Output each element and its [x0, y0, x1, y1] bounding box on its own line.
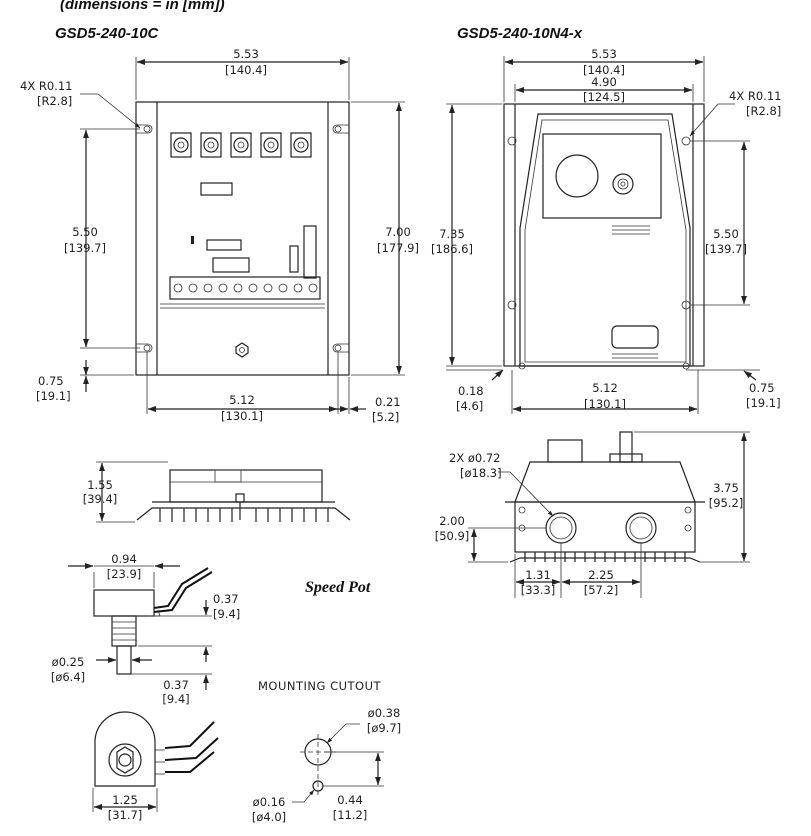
- dim-side-height-mm: [39.4]: [83, 492, 118, 506]
- dim-rsheight-in: 3.75: [713, 481, 739, 495]
- dim-radius-in: 4X R0.11: [20, 79, 72, 93]
- dim-shaft-dia-mm: [ø6.4]: [51, 670, 85, 684]
- jumper-block: [200, 182, 233, 196]
- title-left-model: GSD5-240-10C: [55, 25, 160, 42]
- dimensions-note: (dimensions = in [mm]): [60, 0, 225, 13]
- dim-pot-face-mm: [31.7]: [108, 808, 143, 822]
- mounting-cutout-title: MOUNTING CUTOUT: [258, 679, 382, 693]
- dim-shaft-dia-in: ø0.25: [52, 655, 85, 669]
- dim-bottom-offset-in: 0.75: [38, 374, 64, 388]
- switch-housing: [547, 439, 583, 463]
- dim-flange-in: 0.21: [375, 395, 401, 409]
- dim-radius-mm: [R2.8]: [37, 94, 72, 108]
- mounting-screws: [507, 136, 691, 370]
- heatsink-fins: [159, 508, 329, 522]
- dim-height-mm: [177.9]: [377, 241, 419, 255]
- dim-cutout-hole-mm: [ø9.7]: [367, 721, 401, 735]
- dim-rradius-in: 4X R0.11: [729, 89, 781, 103]
- dim-cutout-pin-in: ø0.16: [253, 795, 286, 809]
- jumper-block: [206, 239, 242, 251]
- dim-shaft-len-mm: [9.4]: [162, 692, 189, 706]
- dim-knockouts-in: 2X ø0.72: [449, 451, 501, 465]
- dim-rheight-mm: [186.6]: [431, 242, 473, 256]
- dim-rinner-in: 4.90: [591, 75, 617, 89]
- dim-rradius-mm: [R2.8]: [746, 104, 781, 118]
- dim-width-mm: [140.4]: [225, 63, 267, 77]
- dim-kooffset-mm: [33.3]: [521, 583, 556, 597]
- dim-rspan-mm: [130.1]: [584, 397, 626, 411]
- dim-rside-in: 0.75: [749, 381, 775, 395]
- right-side-view: 2X ø0.72 [ø18.3] 3.75 [95.2] 2.00 [50.9]…: [435, 431, 750, 598]
- dim-side-height-in: 1.55: [87, 478, 113, 492]
- dim-bushing-in: 0.37: [213, 592, 239, 606]
- speed-pot-front-view: 1.25 [31.7]: [92, 711, 219, 822]
- dim-pot-face-in: 1.25: [112, 793, 138, 807]
- dim-kospacing-mm: [57.2]: [584, 583, 619, 597]
- mounting-cutout: ø0.38 [ø9.7] 0.44 [11.2] ø0.16 [ø4.0]: [252, 706, 401, 824]
- dim-bottom-offset-mm: [19.1]: [36, 389, 71, 403]
- dim-bushing-mm: [9.4]: [213, 607, 240, 621]
- trim-pots: [170, 132, 312, 158]
- dim-rspan-in: 5.12: [592, 381, 618, 395]
- dim-koheight-in: 2.00: [439, 514, 465, 528]
- knockout-right: [625, 512, 657, 544]
- jumper-block: [212, 257, 250, 273]
- vent-slots: [612, 225, 650, 235]
- pot-body: [93, 589, 155, 617]
- dim-cutout-pin-offset-mm: [11.2]: [333, 808, 368, 822]
- case-screws: [518, 506, 692, 532]
- title-right-model: GSD5-240-10N4-x: [457, 25, 583, 42]
- hex-nut: [235, 342, 249, 358]
- terminal-block: [169, 276, 321, 300]
- fuse: [289, 245, 299, 273]
- dim-cutout-pin-offset-in: 0.44: [337, 793, 363, 807]
- speed-knob: [555, 154, 599, 198]
- dim-kospacing-in: 2.25: [588, 568, 614, 582]
- dim-rwidth-mm: [140.4]: [583, 63, 625, 77]
- control-panel: [542, 133, 662, 219]
- dim-height-in: 7.00: [385, 225, 411, 239]
- dim-rinner-mm: [124.5]: [583, 90, 625, 104]
- left-front-view: 5.53 [140.4] 4X R0.11 [R2.8] 5.50 [139.7…: [20, 47, 419, 424]
- pot-shaft: [619, 431, 633, 463]
- dim-rwidth-in: 5.53: [591, 47, 617, 61]
- dim-rbottom-mm: [4.6]: [456, 399, 483, 413]
- knockout-left: [545, 512, 577, 544]
- left-side-view: 1.55 [39.4]: [83, 461, 351, 523]
- label-window: [611, 325, 659, 349]
- dim-hole-span-in: 5.12: [229, 393, 255, 407]
- dim-rside-mm: [19.1]: [746, 396, 781, 410]
- dim-flange-mm: [5.2]: [372, 410, 399, 424]
- capacitor: [303, 225, 317, 279]
- dim-rheight-in: 7.35: [439, 227, 465, 241]
- dim-rpitch-in: 5.50: [713, 227, 739, 241]
- dim-cutout-pin-mm: [ø4.0]: [252, 810, 286, 824]
- speed-pot-title: Speed Pot: [305, 579, 371, 596]
- dim-hole-pitch-mm: [139.7]: [64, 241, 106, 255]
- dim-hole-span-mm: [130.1]: [221, 409, 263, 423]
- right-front-view: 5.53 [140.4] 4.90 [124.5] 4X R0.11 [R2.8…: [431, 47, 781, 414]
- dim-pot-width-mm: [23.9]: [107, 567, 142, 581]
- dim-rbottom-in: 0.18: [458, 384, 484, 398]
- dim-knockouts-mm: [ø18.3]: [460, 466, 502, 480]
- heatsink-fins-right: [524, 552, 686, 562]
- dim-koheight-mm: [50.9]: [435, 529, 470, 543]
- dim-width-in: 5.53: [233, 47, 259, 61]
- pot-bushing: [111, 615, 137, 647]
- dim-shaft-len-in: 0.37: [163, 678, 189, 692]
- dim-kooffset-in: 1.31: [525, 568, 551, 582]
- speed-pot-side-view: 0.94 [23.9] 0.37 [9.4] 0.37 [9.4] ø0.25 …: [51, 552, 240, 706]
- pot-shaft-side: [116, 645, 132, 675]
- dim-cutout-hole-in: ø0.38: [368, 706, 401, 720]
- dim-rpitch-mm: [139.7]: [705, 242, 747, 256]
- dim-rsheight-mm: [95.2]: [709, 496, 744, 510]
- mounting-slots: [136, 124, 349, 353]
- dim-hole-pitch-in: 5.50: [72, 225, 98, 239]
- dim-pot-width-in: 0.94: [111, 552, 137, 566]
